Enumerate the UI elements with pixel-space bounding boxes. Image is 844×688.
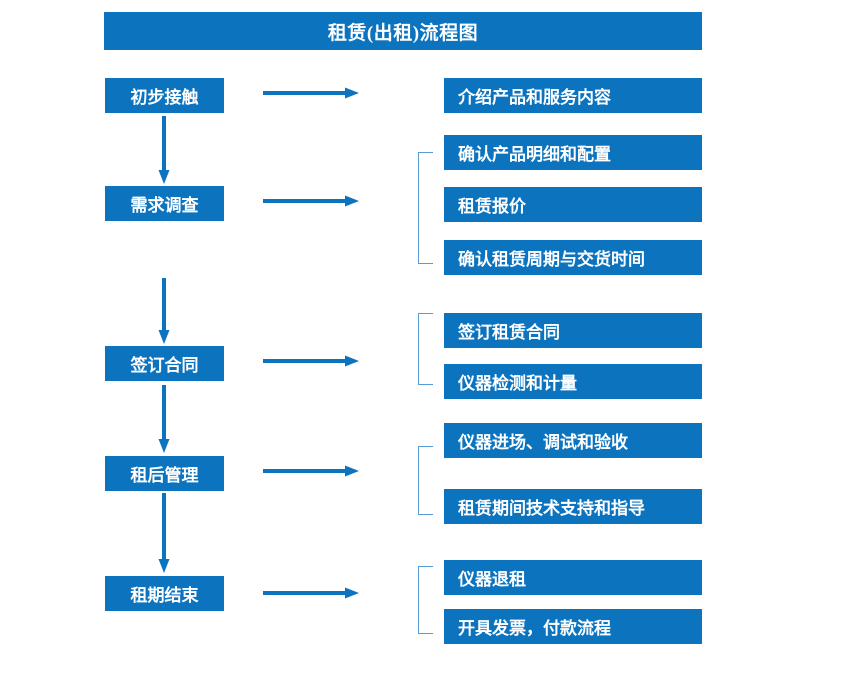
stage-box-1[interactable]: 初步接触 [105,78,224,113]
task-box-5-2[interactable]: 开具发票，付款流程 [444,609,702,644]
stage-box-5[interactable]: 租期结束 [105,576,224,611]
right-arrow-icon [263,87,359,99]
down-arrow-icon [158,278,170,344]
stage-box-3[interactable]: 签订合同 [105,346,224,381]
bracket-icon [418,152,433,264]
task-box-5-1[interactable]: 仪器退租 [444,560,702,595]
down-arrow-icon [158,385,170,453]
task-box-2-1[interactable]: 确认产品明细和配置 [444,135,702,170]
task-box-4-1[interactable]: 仪器进场、调试和验收 [444,423,702,458]
task-box-4-2[interactable]: 租赁期间技术支持和指导 [444,489,702,524]
task-box-1-1[interactable]: 介绍产品和服务内容 [444,78,702,113]
task-box-2-3[interactable]: 确认租赁周期与交货时间 [444,240,702,275]
task-box-3-2[interactable]: 仪器检测和计量 [444,364,702,399]
page-title: 租赁(出租)流程图 [104,12,702,50]
task-box-3-1[interactable]: 签订租赁合同 [444,313,702,348]
bracket-icon [418,446,433,515]
right-arrow-icon [263,195,359,207]
down-arrow-icon [158,493,170,573]
right-arrow-icon [263,355,359,367]
bracket-icon [418,313,433,385]
task-box-2-2[interactable]: 租赁报价 [444,187,702,222]
stage-box-4[interactable]: 租后管理 [105,456,224,491]
right-arrow-icon [263,587,359,599]
bracket-icon [418,566,433,634]
stage-box-2[interactable]: 需求调查 [105,186,224,221]
down-arrow-icon [158,116,170,184]
right-arrow-icon [263,465,359,477]
